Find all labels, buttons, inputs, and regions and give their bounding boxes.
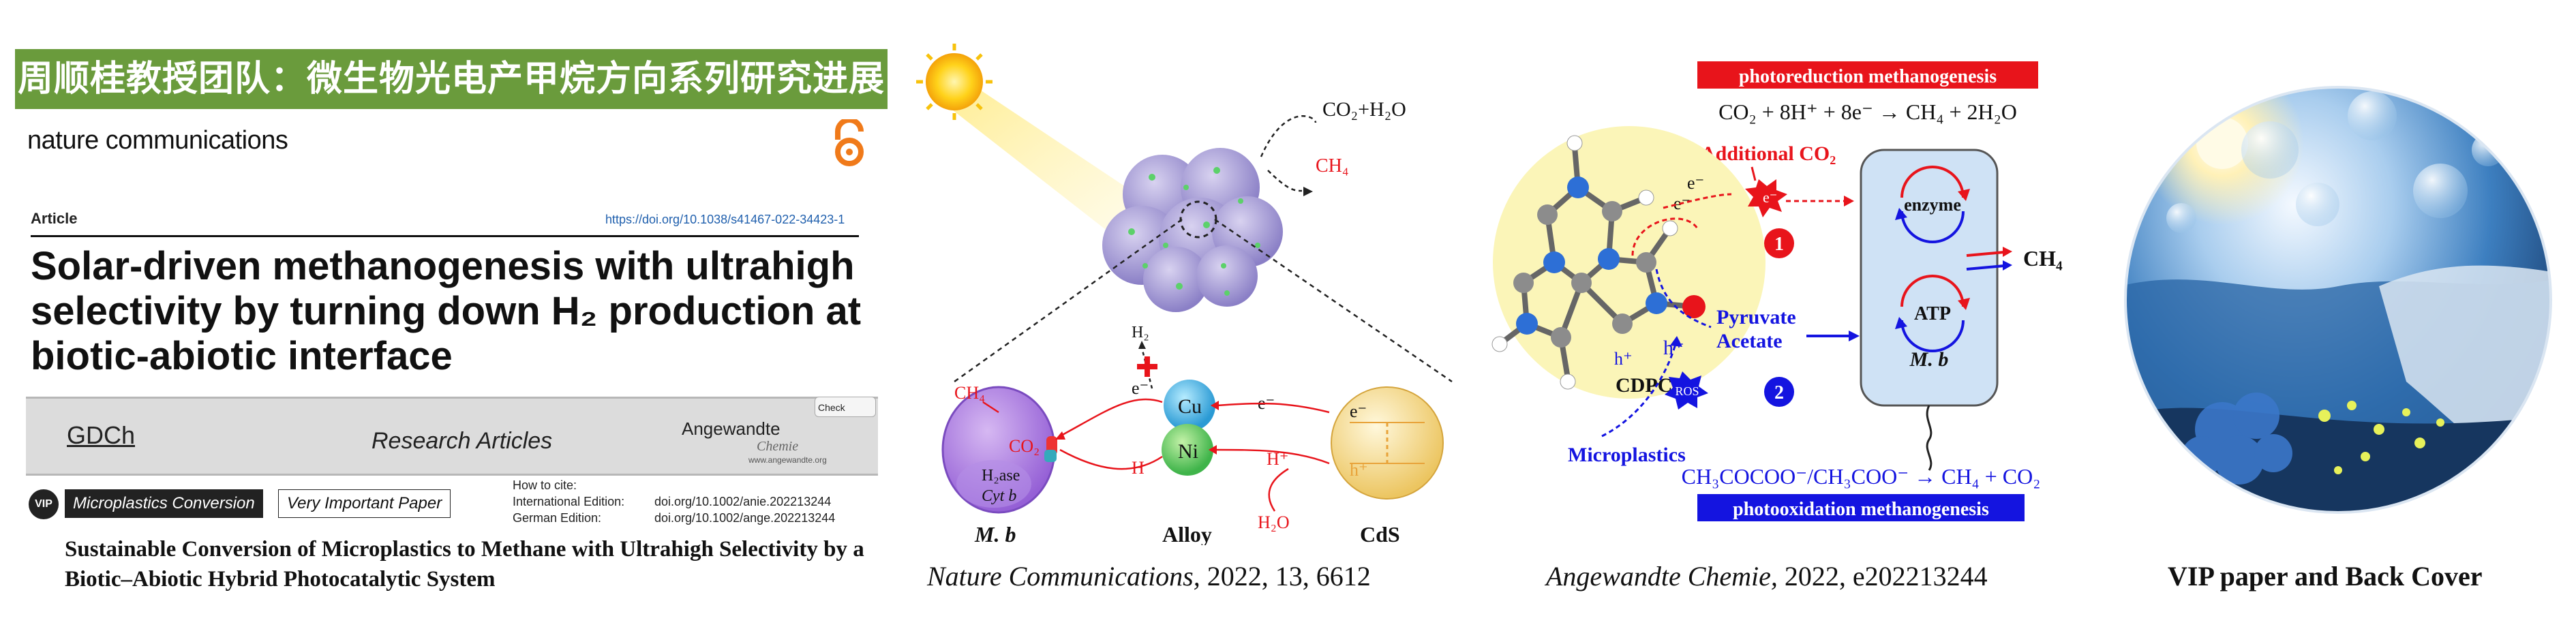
check-updates-button[interactable]: Check bbox=[815, 397, 876, 417]
back-cover-image bbox=[2124, 86, 2552, 514]
nc-caption: Nature Communications, 2022, 13, 6612 bbox=[927, 560, 1371, 592]
nc-caption-journal: Nature Communications, bbox=[927, 561, 1200, 592]
nanoparticle-cluster bbox=[1102, 148, 1283, 312]
nature-article-title: Solar-driven methanogenesis with ultrahi… bbox=[31, 244, 862, 378]
ch4-output-label: CH₄ bbox=[2023, 246, 2063, 271]
angewandte-logo-sub: Chemie bbox=[757, 439, 799, 454]
photoreduction-equation: CO₂ + 8H⁺ + 8e⁻ → CH₄ + 2H₂O bbox=[1718, 99, 2017, 124]
step2-label: 2 bbox=[1774, 382, 1784, 403]
photoreduction-title: photoreduction methanogenesis bbox=[1739, 66, 1997, 87]
alloy-label: Alloy bbox=[1162, 522, 1212, 545]
cds-particle bbox=[1331, 386, 1444, 500]
angewandte-article-title: Sustainable Conversion of Microplastics … bbox=[65, 537, 864, 592]
electron-burst-icon bbox=[1745, 179, 1787, 217]
h2o-label: H₂O bbox=[1258, 512, 1290, 532]
cite-dois: doi.org/10.1002/anie.202213244 doi.org/1… bbox=[654, 493, 835, 526]
step1-label: 1 bbox=[1774, 234, 1784, 255]
photooxidation-title: photooxidation methanogenesis bbox=[1733, 499, 1989, 520]
hplus2-label: h⁺ bbox=[1614, 349, 1633, 369]
article-type-label: Article bbox=[31, 210, 78, 227]
journal-name: nature communications bbox=[27, 126, 288, 155]
vip-badge: VIP bbox=[29, 489, 59, 519]
sun-icon bbox=[916, 44, 992, 120]
nc-caption-details: 2022, 13, 6612 bbox=[1200, 561, 1371, 592]
ch4-top-label: CH₄ bbox=[1316, 155, 1349, 177]
e-badge: e⁻ bbox=[1763, 189, 1777, 206]
cds-h-label: h⁺ bbox=[1350, 460, 1368, 480]
ros-badge bbox=[1665, 371, 1708, 410]
ac-caption-journal: Angewandte Chemie, bbox=[1546, 561, 1778, 592]
section-label: Research Articles bbox=[372, 428, 553, 454]
e-left-label: e⁻ bbox=[1132, 378, 1149, 398]
team-banner: 周顺桂教授团队：微生物光电产甲烷方向系列研究进展 bbox=[15, 49, 888, 109]
open-access-icon bbox=[835, 119, 864, 166]
co2-label: CO₂ bbox=[1009, 436, 1040, 456]
cover-caption: VIP paper and Back Cover bbox=[2168, 561, 2483, 592]
e2-label: e⁻ bbox=[1687, 173, 1704, 193]
angewandte-header-bar bbox=[26, 397, 878, 476]
flagellum bbox=[1926, 405, 1933, 471]
cds-e-label: e⁻ bbox=[1350, 401, 1367, 421]
doi-link[interactable]: https://doi.org/10.1038/s41467-022-34423… bbox=[605, 213, 845, 226]
intl-label: International Edition: bbox=[513, 495, 625, 508]
cds-label: CdS bbox=[1360, 522, 1400, 545]
co2-h2o-label: CO₂+H₂O bbox=[1322, 98, 1406, 121]
nc-figure: CO₂+H₂O CH₄ CH₄ CO₂ H₂ase Cyt b H₂ Cu Ni… bbox=[916, 44, 1453, 545]
angewandte-logo: Angewandte bbox=[682, 418, 781, 439]
ac-caption: Angewandte Chemie, 2022, e202213244 bbox=[1546, 560, 1988, 592]
ch4-left-label: CH₄ bbox=[954, 383, 985, 403]
molecule-atoms bbox=[1491, 135, 1706, 390]
additional-co2-label: Additional CO₂ bbox=[1701, 142, 1836, 165]
ac-caption-details: 2022, e202213244 bbox=[1777, 561, 1988, 592]
photoreduction-title-box bbox=[1697, 61, 2038, 89]
german-label: German Edition: bbox=[513, 511, 602, 525]
ac-figure: photoreduction methanogenesis CO₂ + 8H⁺ … bbox=[1491, 61, 2063, 521]
h2-label: H₂ bbox=[1132, 324, 1149, 341]
ni-label: Ni bbox=[1178, 440, 1198, 463]
photooxidation-title-box bbox=[1697, 494, 2025, 521]
mb-label: M. b bbox=[974, 522, 1016, 545]
blocked-cross-icon bbox=[1137, 356, 1157, 377]
step1-badge bbox=[1764, 228, 1794, 258]
atp-label: ATP bbox=[1914, 303, 1951, 324]
cytb-label: Cyt b bbox=[982, 487, 1016, 505]
pyruvate-label: Pyruvate bbox=[1716, 306, 1796, 328]
enzyme-label: enzyme bbox=[1904, 195, 1961, 215]
mb-cell bbox=[941, 386, 1057, 514]
angewandte-url: www.angewandte.org bbox=[748, 455, 827, 465]
intl-doi[interactable]: doi.org/10.1002/anie.202213244 bbox=[654, 495, 832, 508]
divider bbox=[31, 235, 859, 237]
alloy-particle bbox=[1162, 380, 1215, 476]
hase-label: H₂ase bbox=[982, 467, 1020, 485]
vip-label: Very Important Paper bbox=[278, 489, 451, 518]
microplastics-label: Microplastics bbox=[1568, 444, 1686, 466]
acetate-label: Acetate bbox=[1716, 330, 1783, 352]
photooxidation-equation: CH₃COCOO⁻/CH₃COO⁻ → CH₄ + CO₂ bbox=[1682, 464, 2041, 489]
cu-label: Cu bbox=[1178, 395, 1202, 418]
german-doi[interactable]: doi.org/10.1002/ange.202213244 bbox=[654, 511, 836, 525]
topic-tag: Microplastics Conversion bbox=[65, 489, 263, 518]
cite-heading: How to cite: bbox=[513, 478, 577, 492]
mb-cell-label: M. b bbox=[1909, 348, 1949, 371]
step2-badge bbox=[1764, 377, 1794, 407]
ros-label: ROS bbox=[1675, 384, 1699, 398]
gdch-logo: GDCh bbox=[67, 421, 136, 449]
how-to-cite: How to cite: International Edition: Germ… bbox=[513, 477, 624, 526]
